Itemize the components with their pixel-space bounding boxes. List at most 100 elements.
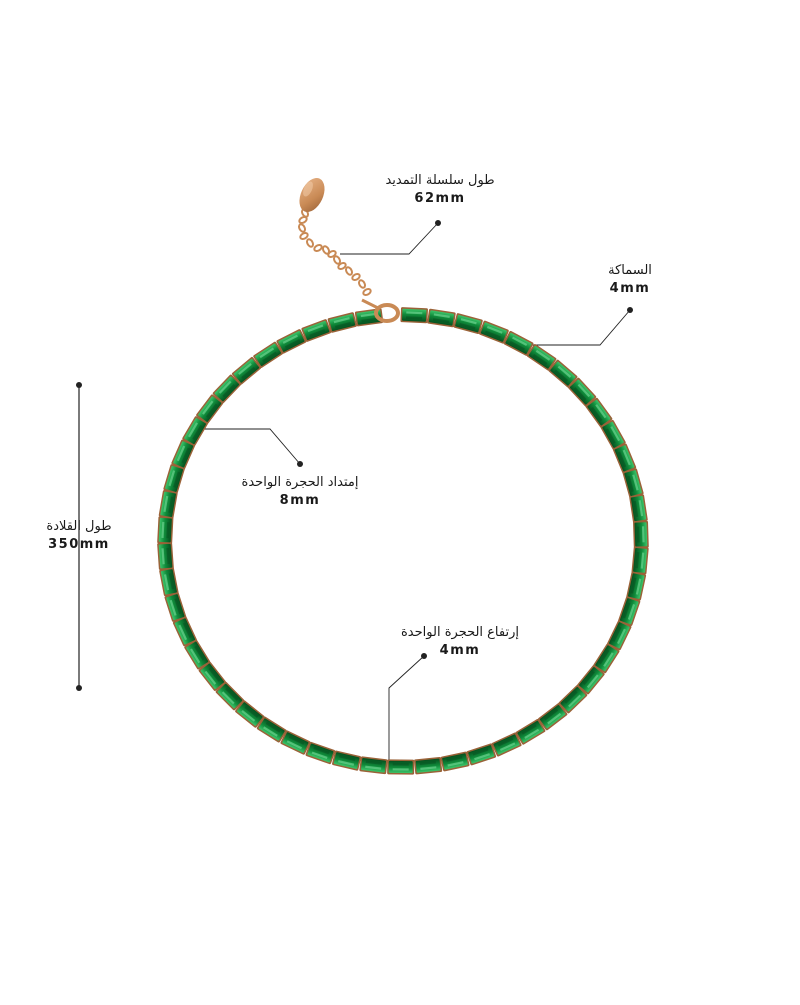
thickness-value: 4mm <box>609 280 651 296</box>
emerald-stone <box>629 494 648 523</box>
emerald-stone <box>607 620 632 651</box>
emerald-stone <box>171 439 196 470</box>
emerald-stone <box>593 643 620 674</box>
emerald-stone <box>427 308 456 328</box>
emerald-stone <box>159 567 179 597</box>
extender-link <box>362 287 372 297</box>
stone-height-label: إرتفاع الحجرة الواحدة 4mm <box>375 624 545 659</box>
emerald-stone <box>515 718 546 745</box>
extender-link <box>344 266 354 276</box>
emerald-stone <box>215 681 245 711</box>
emerald-stone <box>600 419 626 450</box>
stone-length-leader-line <box>195 428 301 465</box>
necklace-length-value: 350mm <box>48 536 110 552</box>
extender-leader-dot <box>435 220 441 226</box>
extender-tag-shine <box>303 181 313 197</box>
extender-length-label: طول سلسلة التمديد 62mm <box>360 172 520 207</box>
emerald-stone <box>440 751 470 772</box>
emerald-stone <box>479 320 509 344</box>
emerald-stone <box>327 312 357 333</box>
emerald-stone <box>305 741 336 765</box>
necklace-length-bottom-dot <box>76 685 82 691</box>
emerald-stone <box>280 730 311 755</box>
emerald-stone <box>235 700 265 728</box>
emerald-stone <box>157 516 174 544</box>
extender-length-value: 62mm <box>414 190 466 206</box>
emerald-stone <box>184 639 211 670</box>
emerald-stone <box>612 443 637 474</box>
thickness-label: السماكة 4mm <box>575 262 685 297</box>
emerald-stone <box>453 313 483 335</box>
thickness-title: السماكة <box>608 263 652 278</box>
extender-link <box>337 261 347 271</box>
emerald-stone <box>491 732 522 757</box>
emerald-stone <box>387 759 415 775</box>
emerald-stone <box>332 750 362 771</box>
extender-link <box>305 238 315 248</box>
emerald-stone <box>548 359 578 388</box>
emerald-stone <box>538 703 568 731</box>
extender-link <box>298 215 308 225</box>
emerald-stone <box>622 468 644 498</box>
emerald-stone <box>164 592 187 622</box>
emerald-stone <box>503 330 534 356</box>
stone-height-leader-dot <box>421 653 427 659</box>
emerald-stone <box>585 397 613 428</box>
necklace-length-top-dot <box>76 382 82 388</box>
leader-lines <box>76 220 633 766</box>
stone-height-leader-line <box>388 655 425 766</box>
emerald-stone <box>182 416 208 446</box>
extender-link <box>357 279 367 289</box>
extender-link <box>351 272 361 282</box>
stone-length-title: إمتداد الحجرة الواحدة <box>241 475 359 490</box>
extender-link <box>313 243 323 253</box>
emerald-stone <box>212 374 242 404</box>
necklace-length-title: طول القلادة <box>46 519 112 534</box>
emerald-stone <box>414 757 443 775</box>
emerald-stone <box>359 756 388 775</box>
emerald-stone <box>196 394 224 424</box>
emerald-stone <box>301 319 332 342</box>
clasp-and-extender <box>297 178 400 323</box>
emerald-stone <box>618 596 641 626</box>
emerald-stone <box>163 464 185 494</box>
extender-link <box>321 245 331 255</box>
stone-height-value: 4mm <box>439 642 481 658</box>
emerald-stone <box>633 520 649 549</box>
emerald-stone <box>400 307 428 324</box>
stone-length-label: إمتداد الحجرة الواحدة 8mm <box>215 474 385 509</box>
stone-length-leader-dot <box>297 461 303 467</box>
emerald-stone <box>198 661 226 691</box>
thickness-leader-dot <box>627 307 633 313</box>
thickness-leader-line <box>515 309 631 346</box>
stone-height-title: إرتفاع الحجرة الواحدة <box>401 625 519 640</box>
emerald-stone <box>626 571 647 601</box>
extender-tag <box>299 178 325 212</box>
extender-length-title: طول سلسلة التمديد <box>385 173 495 188</box>
emerald-stone <box>577 665 605 695</box>
extender-link <box>332 255 342 265</box>
lobster-clasp <box>374 303 400 323</box>
extender-link <box>297 223 307 233</box>
emerald-stone <box>466 743 497 766</box>
emerald-stone <box>526 344 557 371</box>
emerald-stone <box>172 616 197 647</box>
emerald-stone <box>256 716 287 743</box>
emerald-stone <box>276 329 307 354</box>
emerald-stone <box>253 341 283 368</box>
emerald-stone <box>158 489 178 519</box>
extender-leader-line <box>340 222 439 255</box>
stone-length-value: 8mm <box>279 492 321 508</box>
clasp-ring <box>361 298 379 310</box>
extender-link <box>299 231 309 241</box>
extender-link <box>327 249 337 259</box>
necklace-length-label: طول القلادة 350mm <box>20 518 138 553</box>
emerald-stone <box>568 377 597 407</box>
emerald-stone <box>631 546 649 575</box>
emerald-stone <box>558 685 588 714</box>
emerald-stone <box>231 357 262 385</box>
necklace-chain <box>157 307 649 775</box>
emerald-stone <box>157 542 174 570</box>
